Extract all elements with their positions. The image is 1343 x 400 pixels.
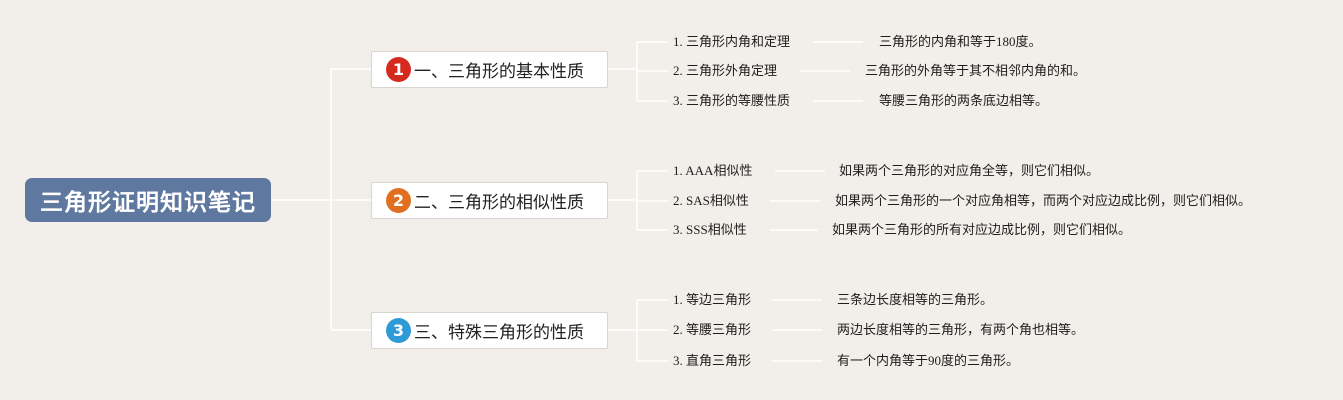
- leaf-label-3-3[interactable]: 3. 直角三角形: [673, 353, 752, 368]
- leaf-label-2-1[interactable]: 1. AAA相似性: [673, 163, 753, 178]
- leaf-desc-1-2: 三角形的外角等于其不相邻内角的和。: [865, 63, 1087, 78]
- leaf-desc-2-2: 如果两个三角形的一个对应角相等，而两个对应边成比例，则它们相似。: [835, 193, 1252, 208]
- number-badge-2: 2: [386, 188, 411, 213]
- leaf-desc-1-1: 三角形的内角和等于180度。: [879, 34, 1042, 49]
- leaf-label-1-3[interactable]: 3. 三角形的等腰性质: [673, 93, 791, 108]
- leaf-label-3-1[interactable]: 1. 等边三角形: [673, 292, 752, 307]
- leaf-label-1-1[interactable]: 1. 三角形内角和定理: [673, 34, 791, 49]
- leaf-desc-2-3: 如果两个三角形的所有对应边成比例，则它们相似。: [832, 222, 1132, 237]
- leaf-label-3-2[interactable]: 2. 等腰三角形: [673, 322, 752, 337]
- leaf-desc-3-1: 三条边长度相等的三角形。: [837, 292, 994, 307]
- leaf-label-1-2[interactable]: 2. 三角形外角定理: [673, 63, 778, 78]
- branch-node-3[interactable]: 3 三、特殊三角形的性质: [371, 312, 608, 349]
- leaf-label-2-2[interactable]: 2. SAS相似性: [673, 193, 749, 208]
- leaf-desc-2-1: 如果两个三角形的对应角全等，则它们相似。: [839, 163, 1100, 178]
- leaf-desc-1-3: 等腰三角形的两条底边相等。: [879, 93, 1049, 108]
- root-node[interactable]: 三角形证明知识笔记: [25, 178, 271, 222]
- branch-title-1: 一、三角形的基本性质: [414, 62, 584, 82]
- number-badge-1: 1: [386, 57, 411, 82]
- leaf-desc-3-3: 有一个内角等于90度的三角形。: [837, 353, 1020, 368]
- branch-node-2[interactable]: 2 二、三角形的相似性质: [371, 182, 608, 219]
- leaf-label-2-3[interactable]: 3. SSS相似性: [673, 222, 747, 237]
- branch-node-1[interactable]: 1 一、三角形的基本性质: [371, 51, 608, 88]
- branch-title-3: 三、特殊三角形的性质: [414, 323, 584, 343]
- leaf-desc-3-2: 两边长度相等的三角形，有两个角也相等。: [837, 322, 1085, 337]
- number-badge-3: 3: [386, 318, 411, 343]
- branch-title-2: 二、三角形的相似性质: [414, 193, 584, 213]
